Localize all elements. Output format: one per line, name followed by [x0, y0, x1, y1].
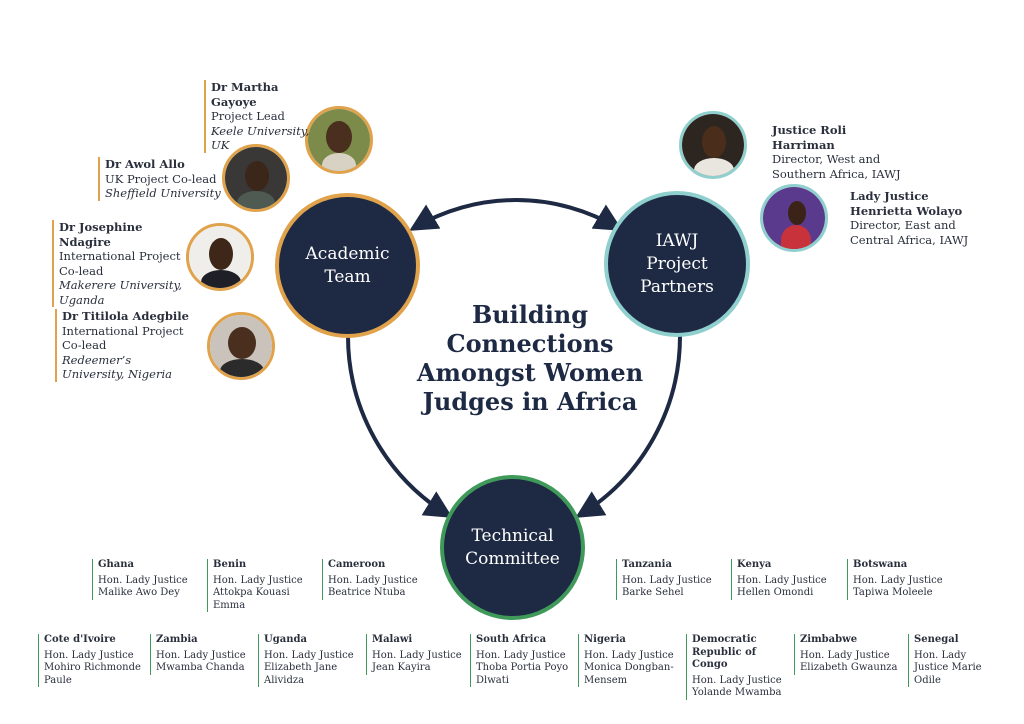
person-affiliation: Makerere University, Uganda — [59, 278, 183, 307]
avatar-martha-gayoye — [305, 106, 373, 174]
country-name: Cameroon — [328, 559, 386, 570]
judge-name: Hon. Lady Justice Malike Awo Dey — [98, 574, 188, 599]
country-kenya: Kenya Hon. Lady Justice Hellen Omondi — [731, 559, 837, 600]
person-titilola-adegbile: Dr Titilola Adegbile International Proje… — [55, 309, 197, 382]
avatar-josephine-ndagire — [186, 223, 254, 291]
country-name: Democratic Republic of Congo — [692, 634, 757, 670]
country-cote-divoire: Cote d'Ivoire Hon. Lady Justice Mohiro R… — [38, 634, 144, 687]
person-affiliation: Sheffield University — [105, 186, 221, 200]
person-henrietta-wolayo: Lady Justice Henrietta Wolayo Director, … — [850, 189, 985, 247]
person-name: Dr Titilola Adegbile — [62, 309, 189, 323]
country-botswana: Botswana Hon. Lady Justice Tapiwa Moleel… — [847, 559, 953, 600]
person-name: Dr Awol Allo — [105, 157, 185, 171]
country-uganda: Uganda Hon. Lady Justice Elizabeth Jane … — [258, 634, 359, 687]
person-roli-harriman: Justice Roli Harriman Director, West and… — [772, 123, 912, 181]
country-name: Zambia — [156, 634, 198, 645]
person-role: Project Lead — [211, 109, 285, 123]
title-line-1: Building — [471, 300, 589, 329]
judge-name: Hon. Lady Justice Jean Kayira — [372, 649, 462, 674]
person-role: International Project Co-lead — [59, 249, 181, 278]
country-name: Botswana — [853, 559, 908, 570]
country-zimbabwe: Zimbabwe Hon. Lady Justice Elizabeth Gwa… — [794, 634, 900, 675]
country-name: Zimbabwe — [800, 634, 858, 645]
diagram-title: Building Connections Amongst Women Judge… — [380, 300, 680, 416]
technical-label-1: Technical — [471, 525, 554, 546]
person-awol-allo: Dr Awol Allo UK Project Co-lead Sheffiel… — [98, 157, 225, 201]
academic-team-label-1: Academic — [305, 243, 390, 264]
country-name: Uganda — [264, 634, 307, 645]
iawj-label-2: Project — [646, 253, 708, 274]
country-south-africa: South Africa Hon. Lady Justice Thoba Por… — [470, 634, 576, 687]
iawj-label-3: Partners — [640, 276, 714, 297]
judge-name: Hon. Lady Justice Yolande Mwamba — [692, 674, 782, 699]
country-name: Malawi — [372, 634, 413, 645]
judge-name: Hon. Lady Justice Attokpa Kouasi Emma — [213, 574, 303, 611]
technical-committee-node: Technical Committee — [440, 475, 585, 620]
country-zambia: Zambia Hon. Lady Justice Mwamba Chanda — [150, 634, 246, 675]
person-role: Director, East and Central Africa, IAWJ — [850, 218, 969, 247]
technical-label-2: Committee — [465, 548, 560, 569]
academic-team-label-2: Team — [324, 266, 371, 287]
judge-name: Hon. Lady Justice Monica Dongban-Mensem — [584, 649, 674, 686]
country-name: Kenya — [737, 559, 772, 570]
person-name: Lady Justice Henrietta Wolayo — [850, 189, 963, 218]
judge-name: Hon. Lady Justice Elizabeth Gwaunza — [800, 649, 898, 674]
person-role: UK Project Co-lead — [105, 171, 217, 186]
person-martha-gayoye: Dr Martha Gayoye Project Lead Keele Univ… — [204, 80, 323, 153]
country-benin: Benin Hon. Lady Justice Attokpa Kouasi E… — [207, 559, 308, 612]
country-name: Tanzania — [622, 559, 672, 570]
academic-team-node: Academic Team — [275, 193, 420, 338]
judge-name: Hon. Lady Justice Mwamba Chanda — [156, 649, 246, 674]
country-name: Ghana — [98, 559, 135, 570]
person-name: Dr Josephine Ndagire — [59, 220, 143, 249]
judge-name: Hon. Lady Justice Marie Odile — [914, 649, 982, 686]
country-ghana: Ghana Hon. Lady Justice Malike Awo Dey — [92, 559, 198, 600]
country-name: Nigeria — [584, 634, 626, 645]
country-name: Benin — [213, 559, 247, 570]
person-affiliation: Redeemer’s University, Nigeria — [62, 352, 172, 382]
iawj-label-1: IAWJ — [655, 230, 699, 251]
avatar-roli-harriman — [679, 111, 747, 179]
avatar-awol-allo — [222, 144, 290, 212]
arrow-academic-iawj — [409, 198, 623, 231]
person-role: International Project Co-lead — [62, 323, 184, 353]
country-tanzania: Tanzania Hon. Lady Justice Barke Sehel — [616, 559, 722, 600]
person-role: Director, West and Southern Africa, IAWJ — [772, 152, 901, 181]
avatar-henrietta-wolayo — [760, 184, 828, 252]
judge-name: Hon. Lady Justice Barke Sehel — [622, 574, 712, 599]
iawj-partners-node: IAWJ Project Partners — [604, 191, 750, 337]
country-name: Cote d'Ivoire — [44, 634, 116, 645]
person-affiliation: Keele University, UK — [211, 123, 310, 153]
country-name: Senegal — [914, 634, 959, 645]
judge-name: Hon. Lady Justice Elizabeth Jane Alividz… — [264, 649, 354, 686]
arrow-iawj-technical — [575, 334, 683, 518]
country-cameroon: Cameroon Hon. Lady Justice Beatrice Ntub… — [322, 559, 428, 600]
person-josephine-ndagire: Dr Josephine Ndagire International Proje… — [52, 220, 184, 307]
country-nigeria: Nigeria Hon. Lady Justice Monica Dongban… — [578, 634, 679, 687]
title-line-4: Judges in Africa — [422, 387, 638, 416]
judge-name: Hon. Lady Justice Beatrice Ntuba — [328, 574, 418, 599]
person-name: Justice Roli Harriman — [772, 123, 847, 152]
title-line-3: Amongst Women — [416, 358, 644, 387]
country-dr-congo: Democratic Republic of Congo Hon. Lady J… — [686, 634, 792, 700]
person-name: Dr Martha Gayoye — [211, 80, 279, 109]
avatar-titilola-adegbile — [207, 312, 275, 380]
judge-name: Hon. Lady Justice Thoba Portia Poyo Dlwa… — [476, 649, 569, 686]
title-line-2: Connections — [446, 329, 614, 358]
judge-name: Hon. Lady Justice Mohiro Richmonde Paule — [44, 649, 141, 686]
judge-name: Hon. Lady Justice Hellen Omondi — [737, 574, 827, 599]
country-senegal: Senegal Hon. Lady Justice Marie Odile — [908, 634, 994, 687]
country-malawi: Malawi Hon. Lady Justice Jean Kayira — [366, 634, 467, 675]
country-name: South Africa — [476, 634, 547, 645]
judge-name: Hon. Lady Justice Tapiwa Moleele — [853, 574, 943, 599]
arrow-academic-technical — [345, 334, 453, 518]
